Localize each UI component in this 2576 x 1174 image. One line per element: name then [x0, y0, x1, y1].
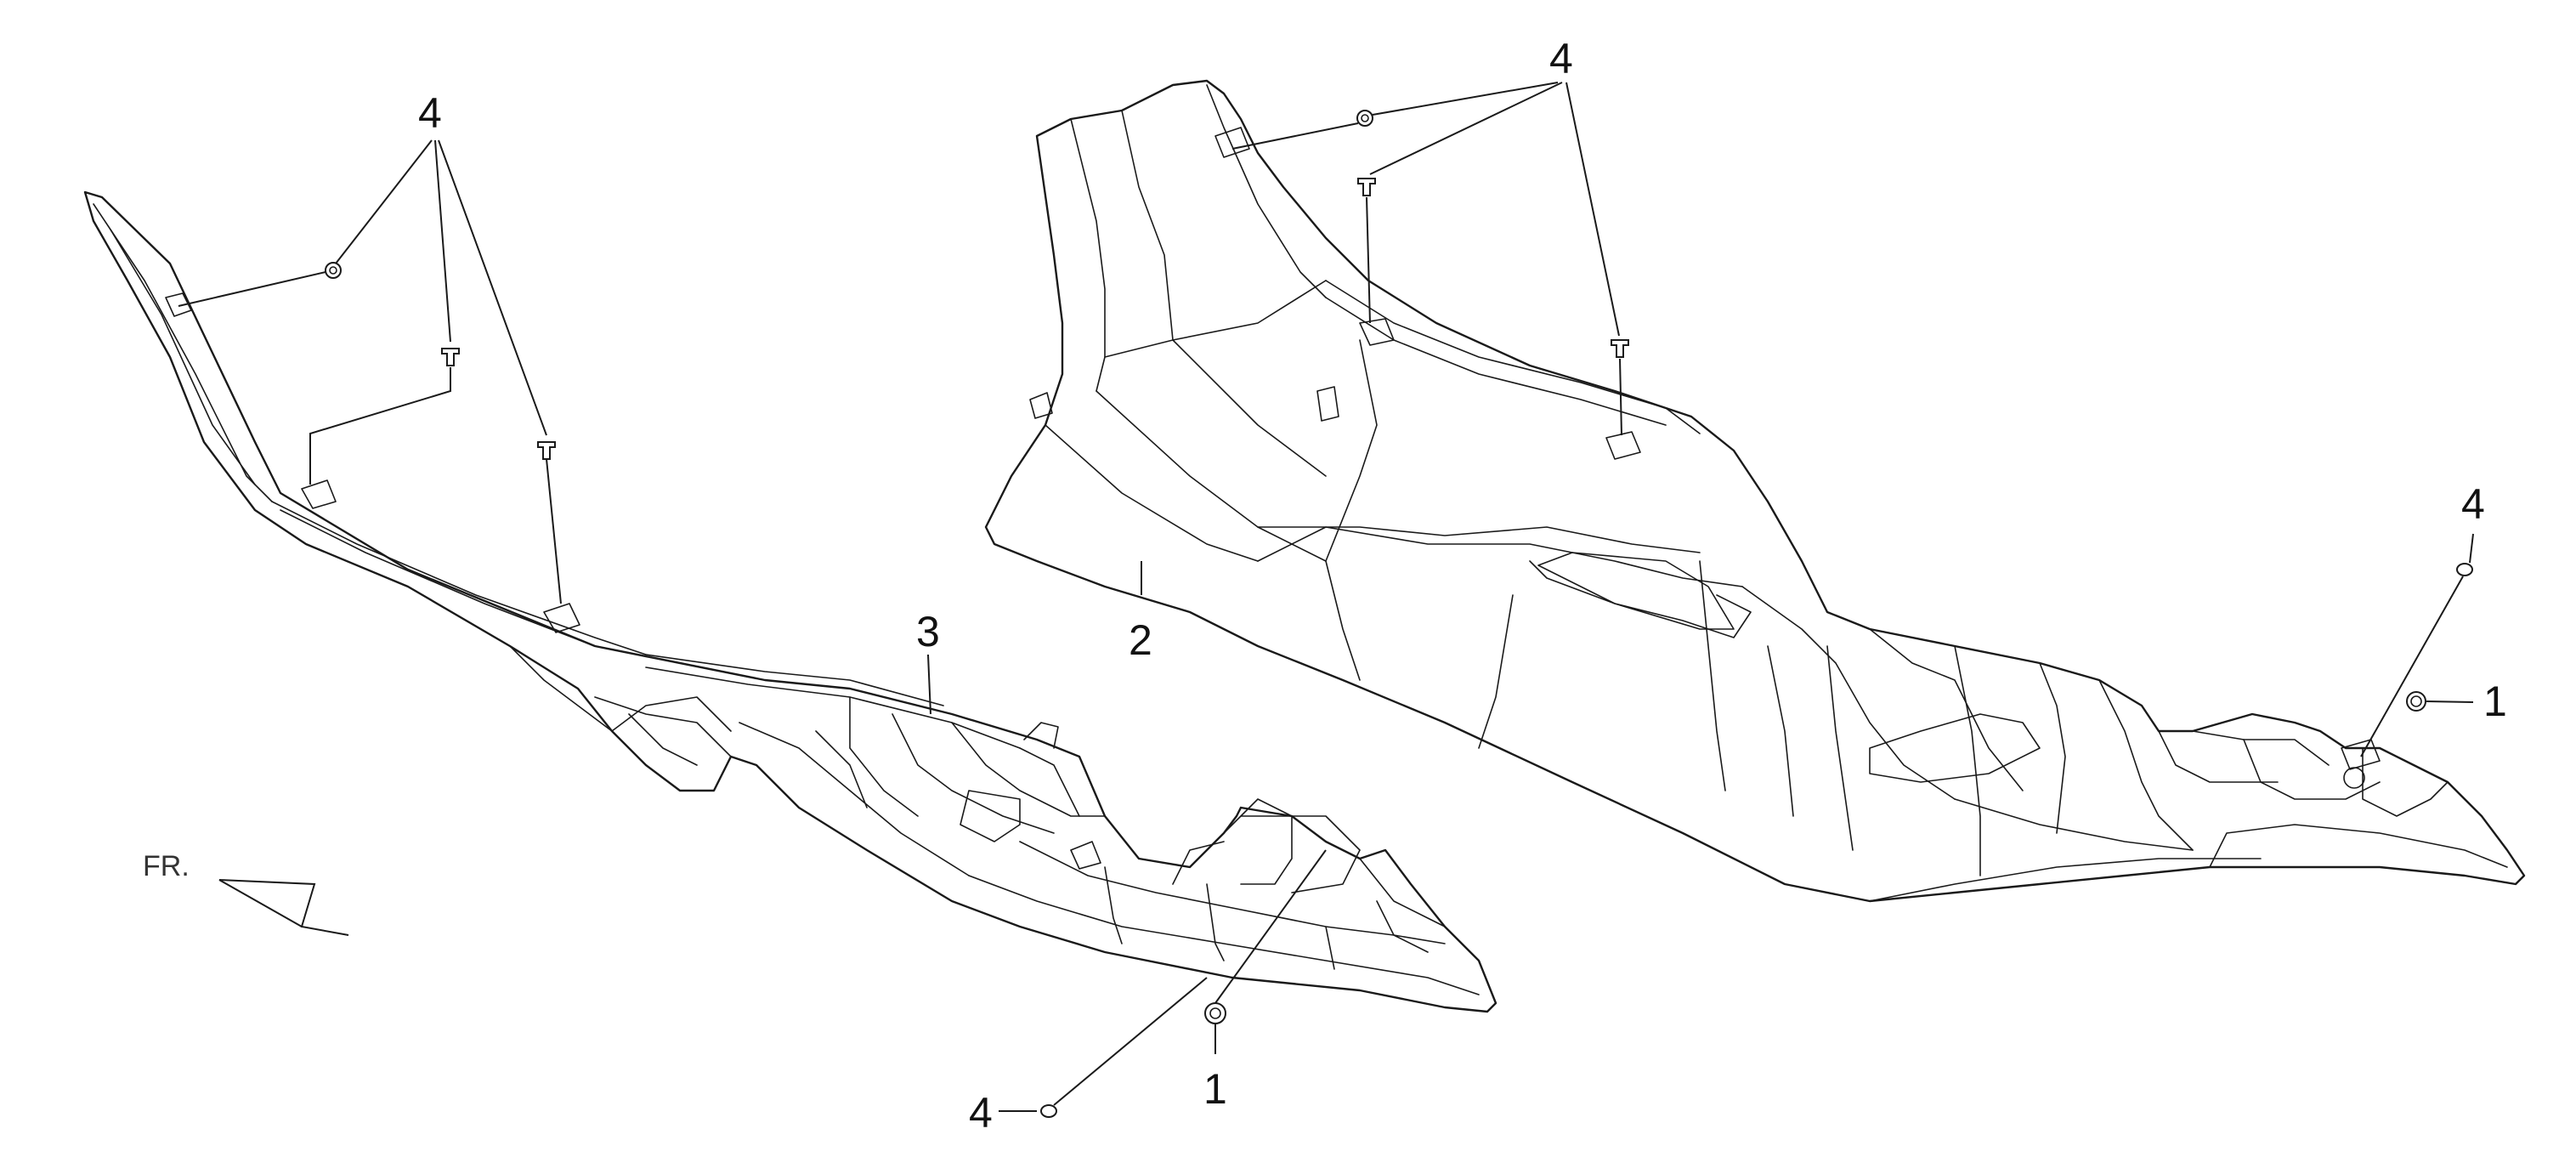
left-floor-panel-part-3: [83, 190, 1497, 1013]
callout-right-top-4: 4: [1549, 35, 1573, 82]
screw-icon: [1357, 178, 1376, 196]
screw-icon: [1040, 1104, 1057, 1118]
callout-left-bottom-4: 4: [969, 1089, 993, 1137]
screw-icon: [441, 348, 460, 366]
screw-icon: [2406, 691, 2426, 712]
screw-icon: [2456, 563, 2473, 576]
leader-lines: [178, 82, 2474, 1112]
front-direction-label: FR.: [143, 850, 190, 882]
callout-right-part-2: 2: [1129, 616, 1152, 664]
fasteners: [325, 110, 2473, 1118]
callout-left-part-3: 3: [916, 608, 940, 655]
screw-icon: [537, 441, 556, 460]
callout-right-side-4: 4: [2461, 480, 2485, 528]
screw-icon: [1356, 110, 1373, 127]
front-direction-indicator: FR.: [143, 850, 349, 936]
callout-numbers: 4 3 1 4 4 2 4 1: [418, 35, 2507, 1137]
screw-icon: [325, 262, 342, 279]
callout-left-top-4: 4: [418, 89, 442, 137]
screw-icon: [1611, 339, 1629, 358]
screw-icon: [1204, 1002, 1226, 1024]
callout-left-bottom-1: 1: [1203, 1065, 1227, 1113]
callout-right-side-1: 1: [2483, 678, 2507, 725]
right-floor-panel-part-2: [984, 79, 2526, 903]
